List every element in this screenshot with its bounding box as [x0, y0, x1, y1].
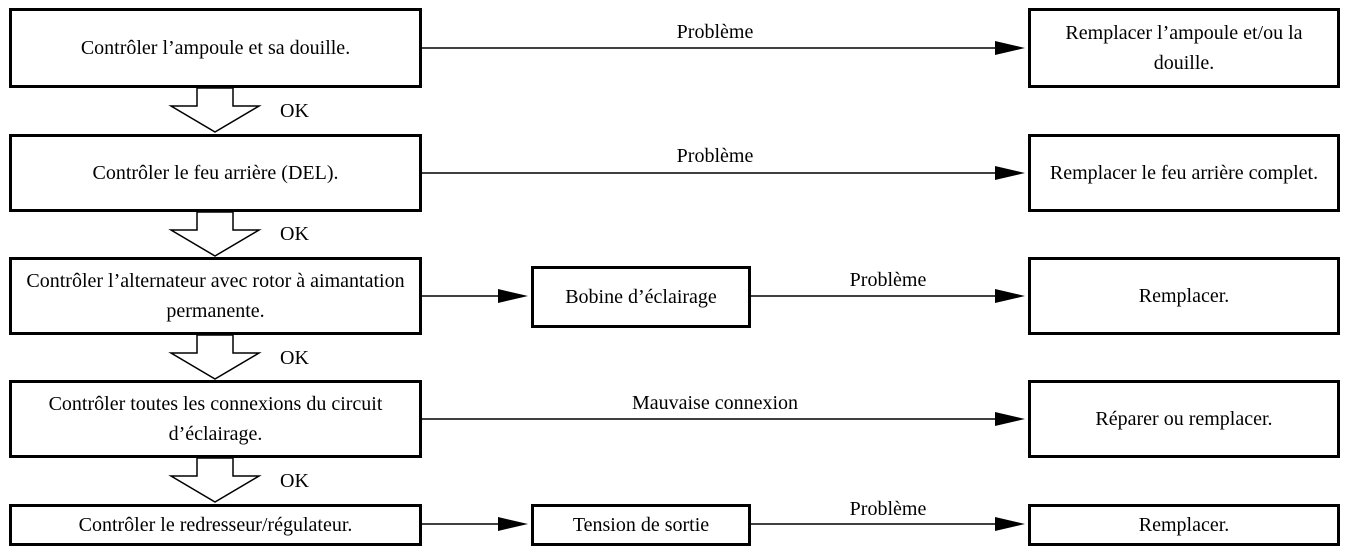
step-text-1: Contrôler l’ampoule et sa douille. — [80, 37, 351, 59]
step-box-4: Contrôler toutes les connexions du circu… — [9, 380, 422, 458]
action-box-1: Remplacer l’ampoule et/ou la douille. — [1028, 8, 1340, 88]
arrowhead-row-1 — [995, 41, 1025, 55]
edge-label-3: Problème — [849, 269, 927, 291]
action-text-5: Remplacer. — [1138, 514, 1230, 536]
action-text-1: Remplacer l’ampoule et/ou la douille. — [1065, 22, 1303, 74]
edge-label-1: Problème — [676, 21, 754, 43]
step-text-4: Contrôler toutes les connexions du circu… — [48, 393, 383, 445]
ok-label-3: OK — [280, 347, 309, 369]
step-box-5: Contrôler le redresseur/régulateur. — [9, 504, 422, 546]
step-box-3: Contrôler l’alternateur avec rotor à aim… — [9, 257, 422, 335]
sub-step-box-5: Tension de sortie — [531, 504, 751, 546]
step-text-2: Contrôler le feu arrière (DEL). — [92, 162, 339, 184]
ok-arrow-1 — [168, 87, 262, 133]
ok-label-1: OK — [280, 100, 309, 122]
edge-label-5: Problème — [849, 498, 927, 520]
action-text-2: Remplacer le feu arrière complet. — [1049, 162, 1319, 184]
arrowhead-row-4 — [995, 412, 1025, 426]
action-box-4: Réparer ou remplacer. — [1028, 380, 1340, 458]
step-box-1: Contrôler l’ampoule et sa douille. — [9, 8, 422, 88]
sub-step-text-3: Bobine d’éclairage — [565, 286, 717, 308]
arrowhead-row-2 — [995, 166, 1025, 180]
ok-label-2: OK — [280, 223, 309, 245]
action-box-5: Remplacer. — [1028, 504, 1340, 546]
edge-label-2: Problème — [676, 145, 754, 167]
ok-arrow-4 — [168, 457, 262, 503]
ok-label-4: OK — [280, 470, 309, 492]
step-box-2: Contrôler le feu arrière (DEL). — [9, 134, 422, 212]
edge-label-4: Mauvaise connexion — [631, 392, 799, 414]
action-text-3: Remplacer. — [1138, 285, 1230, 307]
sub-step-box-3: Bobine d’éclairage — [531, 266, 751, 328]
arrowhead-row-3-b — [995, 289, 1025, 303]
action-text-4: Réparer ou remplacer. — [1095, 408, 1273, 430]
step-text-5: Contrôler le redresseur/régulateur. — [78, 514, 353, 536]
sub-step-text-5: Tension de sortie — [572, 514, 710, 536]
action-box-2: Remplacer le feu arrière complet. — [1028, 134, 1340, 212]
arrowhead-row-3-a — [498, 289, 528, 303]
arrowhead-row-5-b — [995, 517, 1025, 531]
ok-arrow-2 — [168, 211, 262, 257]
step-text-3: Contrôler l’alternateur avec rotor à aim… — [26, 270, 405, 322]
ok-arrow-3 — [168, 334, 262, 380]
arrowhead-row-5-a — [498, 517, 528, 531]
action-box-3: Remplacer. — [1028, 257, 1340, 335]
